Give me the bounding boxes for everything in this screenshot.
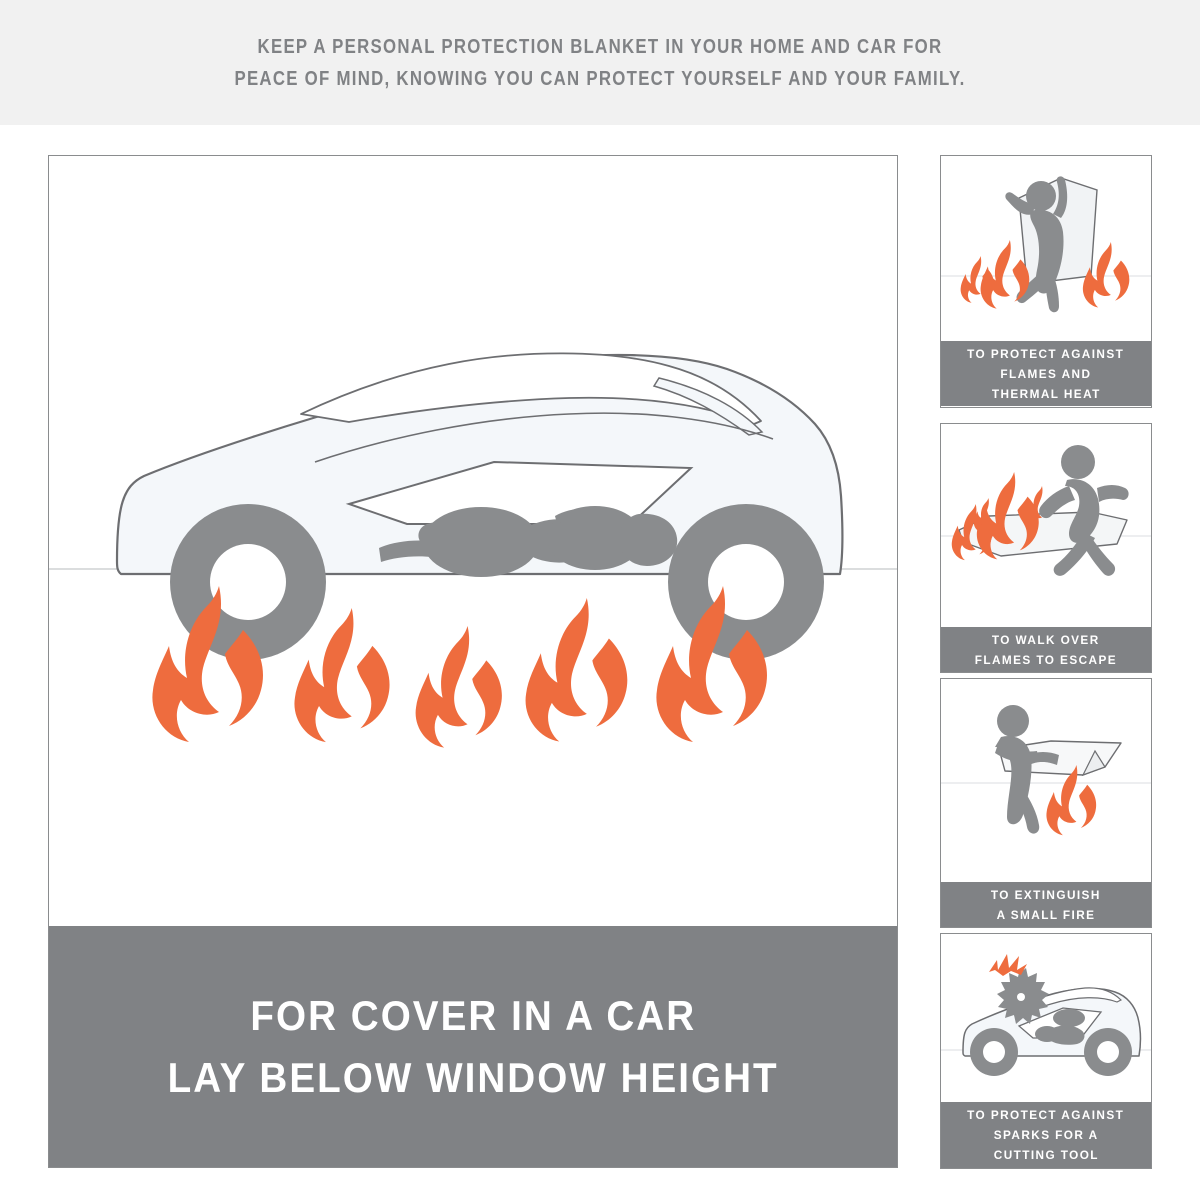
side-caption-bar: TO WALK OVER FLAMES TO ESCAPE	[941, 627, 1151, 672]
side-caption-line: THERMAL HEAT	[991, 386, 1101, 401]
side-caption-line: A SMALL FIRE	[996, 907, 1096, 922]
blanket-fold	[1081, 749, 1106, 777]
side-caption-line: FLAMES TO ESCAPE	[974, 652, 1118, 667]
flame-group	[951, 472, 1043, 561]
side-caption-line: TO PROTECT AGAINST	[967, 346, 1125, 361]
person-figure	[1039, 445, 1129, 576]
circular-saw-blade-icon	[997, 968, 1049, 1024]
side-panel-walk-over-flames[interactable]: TO WALK OVER FLAMES TO ESCAPE	[940, 423, 1152, 673]
flame-shape	[152, 586, 263, 742]
person-figure	[1005, 176, 1068, 313]
side-caption-bar: TO PROTECT AGAINST SPARKS FOR A CUTTING …	[941, 1102, 1151, 1168]
car-rear-window-outline	[652, 377, 764, 436]
header-banner: KEEP A PERSONAL PROTECTION BLANKET IN YO…	[0, 0, 1200, 125]
person-walking-over-blanket-flames-icon	[941, 424, 1151, 627]
car-fire-illustration	[49, 156, 897, 926]
flame-group	[960, 240, 1130, 309]
flame-shape	[1082, 242, 1130, 308]
main-caption-line-2: LAY BELOW WINDOW HEIGHT	[167, 1053, 779, 1101]
header-text: KEEP A PERSONAL PROTECTION BLANKET IN YO…	[234, 34, 966, 90]
flame-shape	[525, 598, 628, 742]
main-caption-line-1: FOR COVER IN A CAR	[250, 991, 696, 1039]
side-panel-protect-flames[interactable]: TO PROTECT AGAINST FLAMES AND THERMAL HE…	[940, 155, 1152, 408]
flame-shape	[294, 608, 390, 743]
car-beltline	[314, 412, 774, 463]
side-panel-extinguish-fire[interactable]: TO EXTINGUISH A SMALL FIRE	[940, 678, 1152, 928]
flame-group	[1046, 765, 1097, 836]
person-holding-blanket-in-flames-icon	[941, 156, 1151, 341]
side-caption-line: TO EXTINGUISH	[991, 887, 1101, 902]
flame-shape	[415, 626, 502, 748]
person-lying-figure	[1035, 1009, 1085, 1045]
side-caption-line: CUTTING TOOL	[993, 1148, 1099, 1162]
side-panel-column: TO PROTECT AGAINST FLAMES AND THERMAL HE…	[940, 155, 1152, 1169]
flame-shape	[656, 586, 767, 742]
person-lying-figure	[379, 506, 678, 577]
side-caption-line: TO WALK OVER	[992, 632, 1100, 647]
side-caption-line: FLAMES AND	[1000, 366, 1092, 381]
flame-shape	[980, 240, 1030, 309]
person-smothering-fire-with-blanket-icon	[941, 679, 1151, 882]
rear-wheel	[1084, 1028, 1132, 1076]
side-caption-line: SPARKS FOR A	[993, 1128, 1099, 1142]
side-caption-line: TO PROTECT AGAINST	[967, 1108, 1125, 1122]
main-illustration-panel: FOR COVER IN A CAR LAY BELOW WINDOW HEIG…	[48, 155, 898, 1168]
flame-shape	[1046, 765, 1097, 836]
person-figure	[995, 705, 1059, 834]
front-wheel	[970, 1028, 1018, 1076]
car-with-circular-saw-sparks-icon	[941, 934, 1151, 1102]
flame-group	[152, 586, 767, 748]
flame-shape	[973, 498, 989, 533]
flame-shape	[1025, 486, 1043, 525]
side-caption-bar: TO PROTECT AGAINST FLAMES AND THERMAL HE…	[941, 341, 1151, 406]
side-caption-bar: TO EXTINGUISH A SMALL FIRE	[941, 882, 1151, 927]
side-panel-protect-sparks[interactable]: TO PROTECT AGAINST SPARKS FOR A CUTTING …	[940, 933, 1152, 1169]
main-caption-bar: FOR COVER IN A CAR LAY BELOW WINDOW HEIG…	[49, 926, 897, 1167]
car-window-glass-outline	[300, 352, 762, 425]
sparks-icon	[989, 954, 1027, 976]
